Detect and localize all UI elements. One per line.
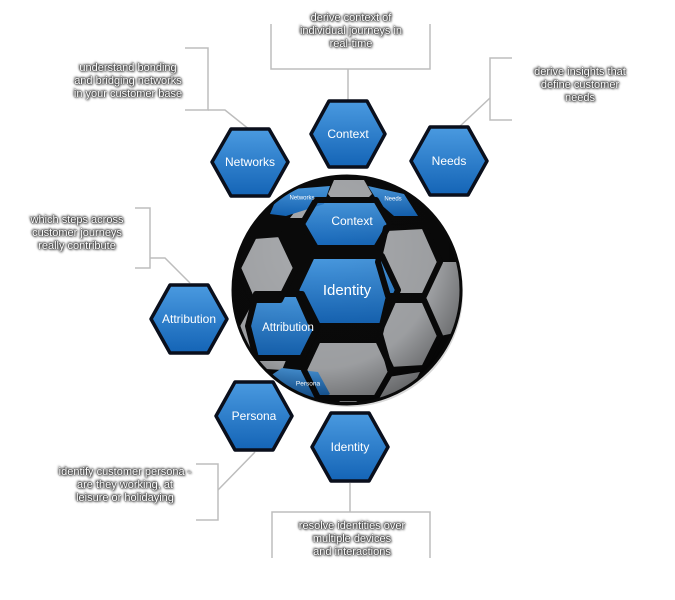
ball-label-networks: Networks — [289, 196, 314, 202]
networks-connector — [208, 109, 251, 131]
callout-attribution: which steps across customer journeys rea… — [30, 214, 124, 252]
hex-needs[interactable]: Needs — [409, 125, 489, 197]
ball-label-identity: Identity — [323, 282, 372, 299]
hex-context[interactable]: Context — [309, 99, 387, 169]
identity-bracket — [271, 511, 431, 558]
ball-label-persona: Persona — [296, 381, 321, 388]
ball-label-context: Context — [331, 214, 373, 228]
ball-label-attribution: Attribution — [262, 322, 314, 334]
callout-networks: understand bonding and bridging networks… — [73, 62, 183, 100]
hex-attribution-label: Attribution — [162, 312, 216, 326]
hex-identity[interactable]: Identity — [310, 411, 390, 483]
ball-label-needs: Needs — [384, 197, 401, 203]
hex-attribution[interactable]: Attribution — [149, 283, 229, 355]
central-ball: Identity Context Attribution Networks Ne… — [231, 174, 463, 407]
hex-persona-label: Persona — [232, 409, 277, 423]
hexagons: Context Networks Needs Attribution Perso… — [149, 99, 489, 483]
hex-networks-label: Networks — [225, 155, 275, 169]
networks-bracket — [185, 47, 209, 111]
hex-persona[interactable]: Persona — [214, 380, 294, 452]
persona-connector — [217, 451, 256, 491]
hex-networks[interactable]: Networks — [210, 127, 290, 198]
callout-context: derive context of individual journeys in… — [299, 12, 403, 50]
persona-bracket — [196, 463, 219, 521]
hex-context-label: Context — [327, 127, 369, 141]
needs-bracket — [489, 57, 512, 121]
attribution-connector — [150, 257, 191, 284]
callout-identity: resolve identities over multiple devices… — [298, 520, 406, 558]
attribution-bracket — [135, 207, 151, 269]
callout-persona: identify customer persona - are they wor… — [58, 466, 192, 504]
hex-identity-label: Identity — [331, 440, 370, 454]
hex-needs-label: Needs — [432, 154, 467, 168]
needs-connector — [457, 97, 491, 129]
connectors — [135, 24, 512, 558]
context-bracket — [270, 24, 431, 70]
callout-needs: derive insights that define customer nee… — [534, 66, 626, 104]
